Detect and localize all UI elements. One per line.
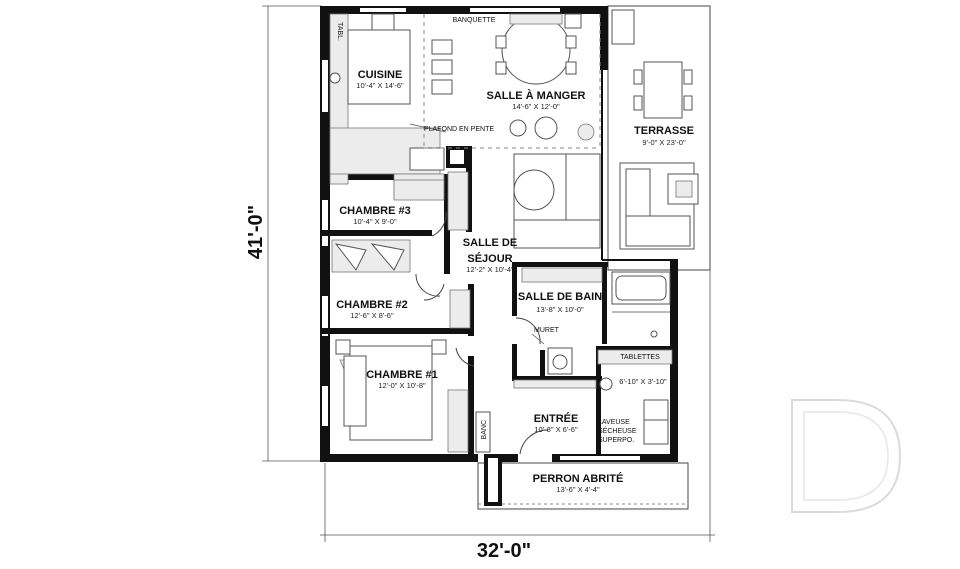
entree-dims: 10'-8" X 6'-6" [534,425,578,434]
overall-depth-label: 41'-0" [245,205,267,259]
salle-sejour-dims: 12'-2" X 10'-4" [466,265,514,274]
bedroom1-furniture [335,339,475,453]
entree-name: ENTRÉE [534,412,579,425]
laveuse-label: LAVEUSE [598,419,630,426]
perron-name: PERRON ABRITÉ [533,472,624,485]
terrasse-dims: 9'-0" X 23'-0" [642,138,686,147]
terrasse-name: TERRASSE [634,125,694,137]
salle-a-manger-name: SALLE À MANGER [487,89,586,102]
terrace [607,5,711,271]
interior-walls [322,146,676,456]
chambre2-name: CHAMBRE #2 [336,299,408,311]
salle-sejour-name1: SALLE DE [463,237,517,249]
perron-dims: 13'-6" X 4'-4" [556,485,600,494]
cuisine-dims: 10'-4" X 14'-6" [356,81,404,90]
salle-de-bain-dims: 13'-8" X 10'-0" [536,305,584,314]
muret-label: MURET [534,327,560,334]
superpo-label: SUPERPO. [598,437,634,444]
entry-fixtures [475,379,597,455]
dim-label-bg [470,538,538,562]
porch [477,454,689,510]
watermark-logo [791,399,902,513]
plafond-label: PLAFOND EN PENTE [424,126,494,133]
secheuse-label: SÉCHEUSE [598,426,637,435]
chambre2-dims: 12'-6" X 8'-6" [350,311,394,320]
closets [331,239,445,301]
chambre3-name: CHAMBRE #3 [339,205,411,217]
cuisine-name: CUISINE [358,69,403,81]
salle-a-manger-dims: 14'-6" X 12'-0" [512,102,560,111]
salle-de-bain-name: SALLE DE BAIN [518,291,602,303]
banquette-label: BANQUETTE [453,17,496,24]
chambre1-dims: 12'-0" X 10'-8" [378,381,426,390]
chambre1-name: CHAMBRE #1 [366,369,438,381]
tab-label: TABL. [336,22,343,41]
overall-width-label: 32'-0" [477,540,531,562]
banc-label: BANC [481,420,488,439]
tablettes-label: TABLETTES [620,354,660,361]
bathroom-fixtures [515,267,671,376]
laundry-fixtures [597,349,673,445]
laundry-dims: 6'-10" X 3'-10" [619,377,667,386]
dining-furniture [423,13,601,149]
bedroom2-fixtures [449,289,471,329]
bedroom3-fixtures [393,179,447,237]
living-furniture [513,153,601,249]
salle-sejour-name2: SÉJOUR [467,252,512,265]
chambre3-dims: 10'-4" X 9'-0" [353,217,397,226]
